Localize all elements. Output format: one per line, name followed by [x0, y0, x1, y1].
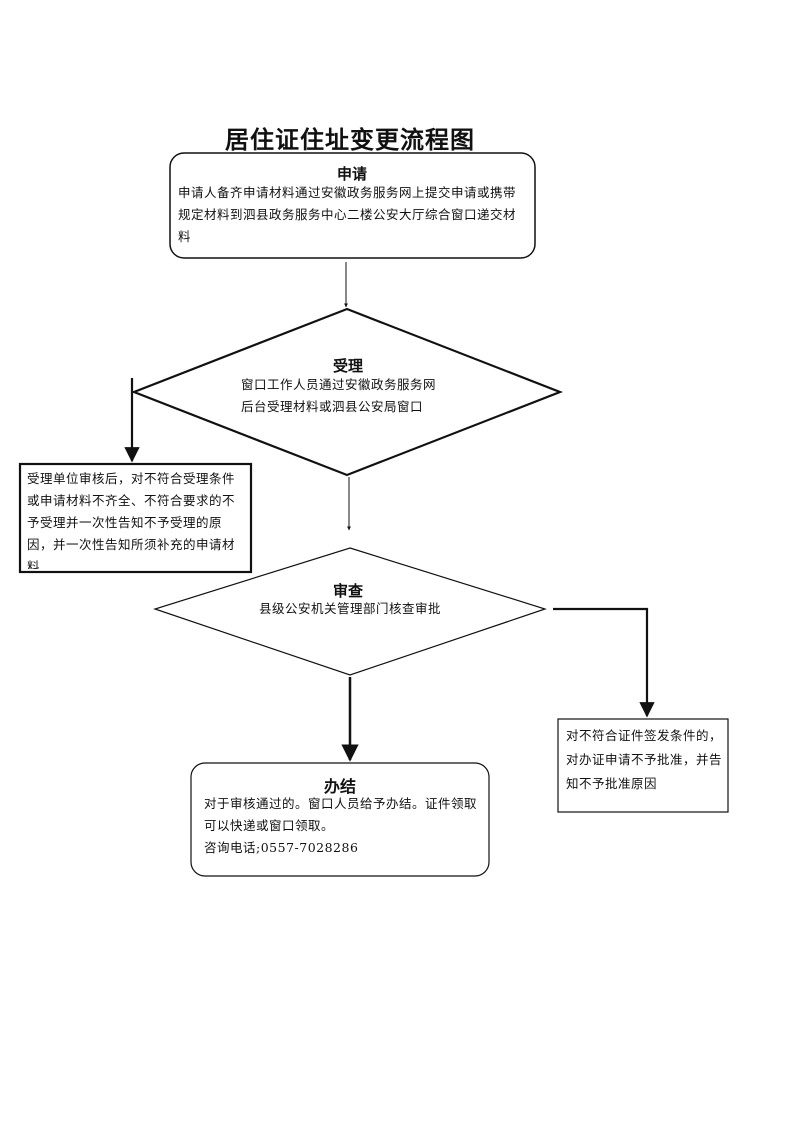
- reject-text: 受理单位审核后，对不符合受理条件或申请材料不齐全、不符合要求的不予受理并一次性告…: [27, 471, 236, 569]
- finish-box: [190, 762, 490, 877]
- arrow-review-to-deny: [553, 607, 655, 718]
- review-label: 审查: [333, 582, 364, 600]
- apply-box: [169, 152, 536, 259]
- finish-text: 对于审核通过的。窗口人员给予办结。证件领取可以快递或窗口领取。: [204, 796, 478, 833]
- page-title: 居住证住址变更流程图: [225, 125, 475, 154]
- accept-text: 窗口工作人员通过安徽政务服务网后台受理材料或泗县公安局窗口: [241, 377, 437, 414]
- accept-label: 受理: [333, 357, 364, 375]
- apply-text: 申请人备齐申请材料通过安徽政务服务网上提交申请或携带规定材料到泗县政务服务中心二…: [178, 185, 517, 244]
- review-diamond: [153, 547, 547, 676]
- review-text: 县级公安机关管理部门核查审批: [259, 601, 442, 616]
- finish-label: 办结: [324, 777, 357, 796]
- deny-text: 对不符合证件签发条件的，对办证申请不予批准，并告知不予批准原因: [566, 728, 723, 791]
- apply-label: 申请: [337, 165, 368, 183]
- accept-diamond: [130, 307, 564, 477]
- reject-box: [18, 462, 253, 574]
- deny-box: [557, 718, 729, 813]
- finish-phone: 咨询电话;0557-7028286: [204, 840, 359, 855]
